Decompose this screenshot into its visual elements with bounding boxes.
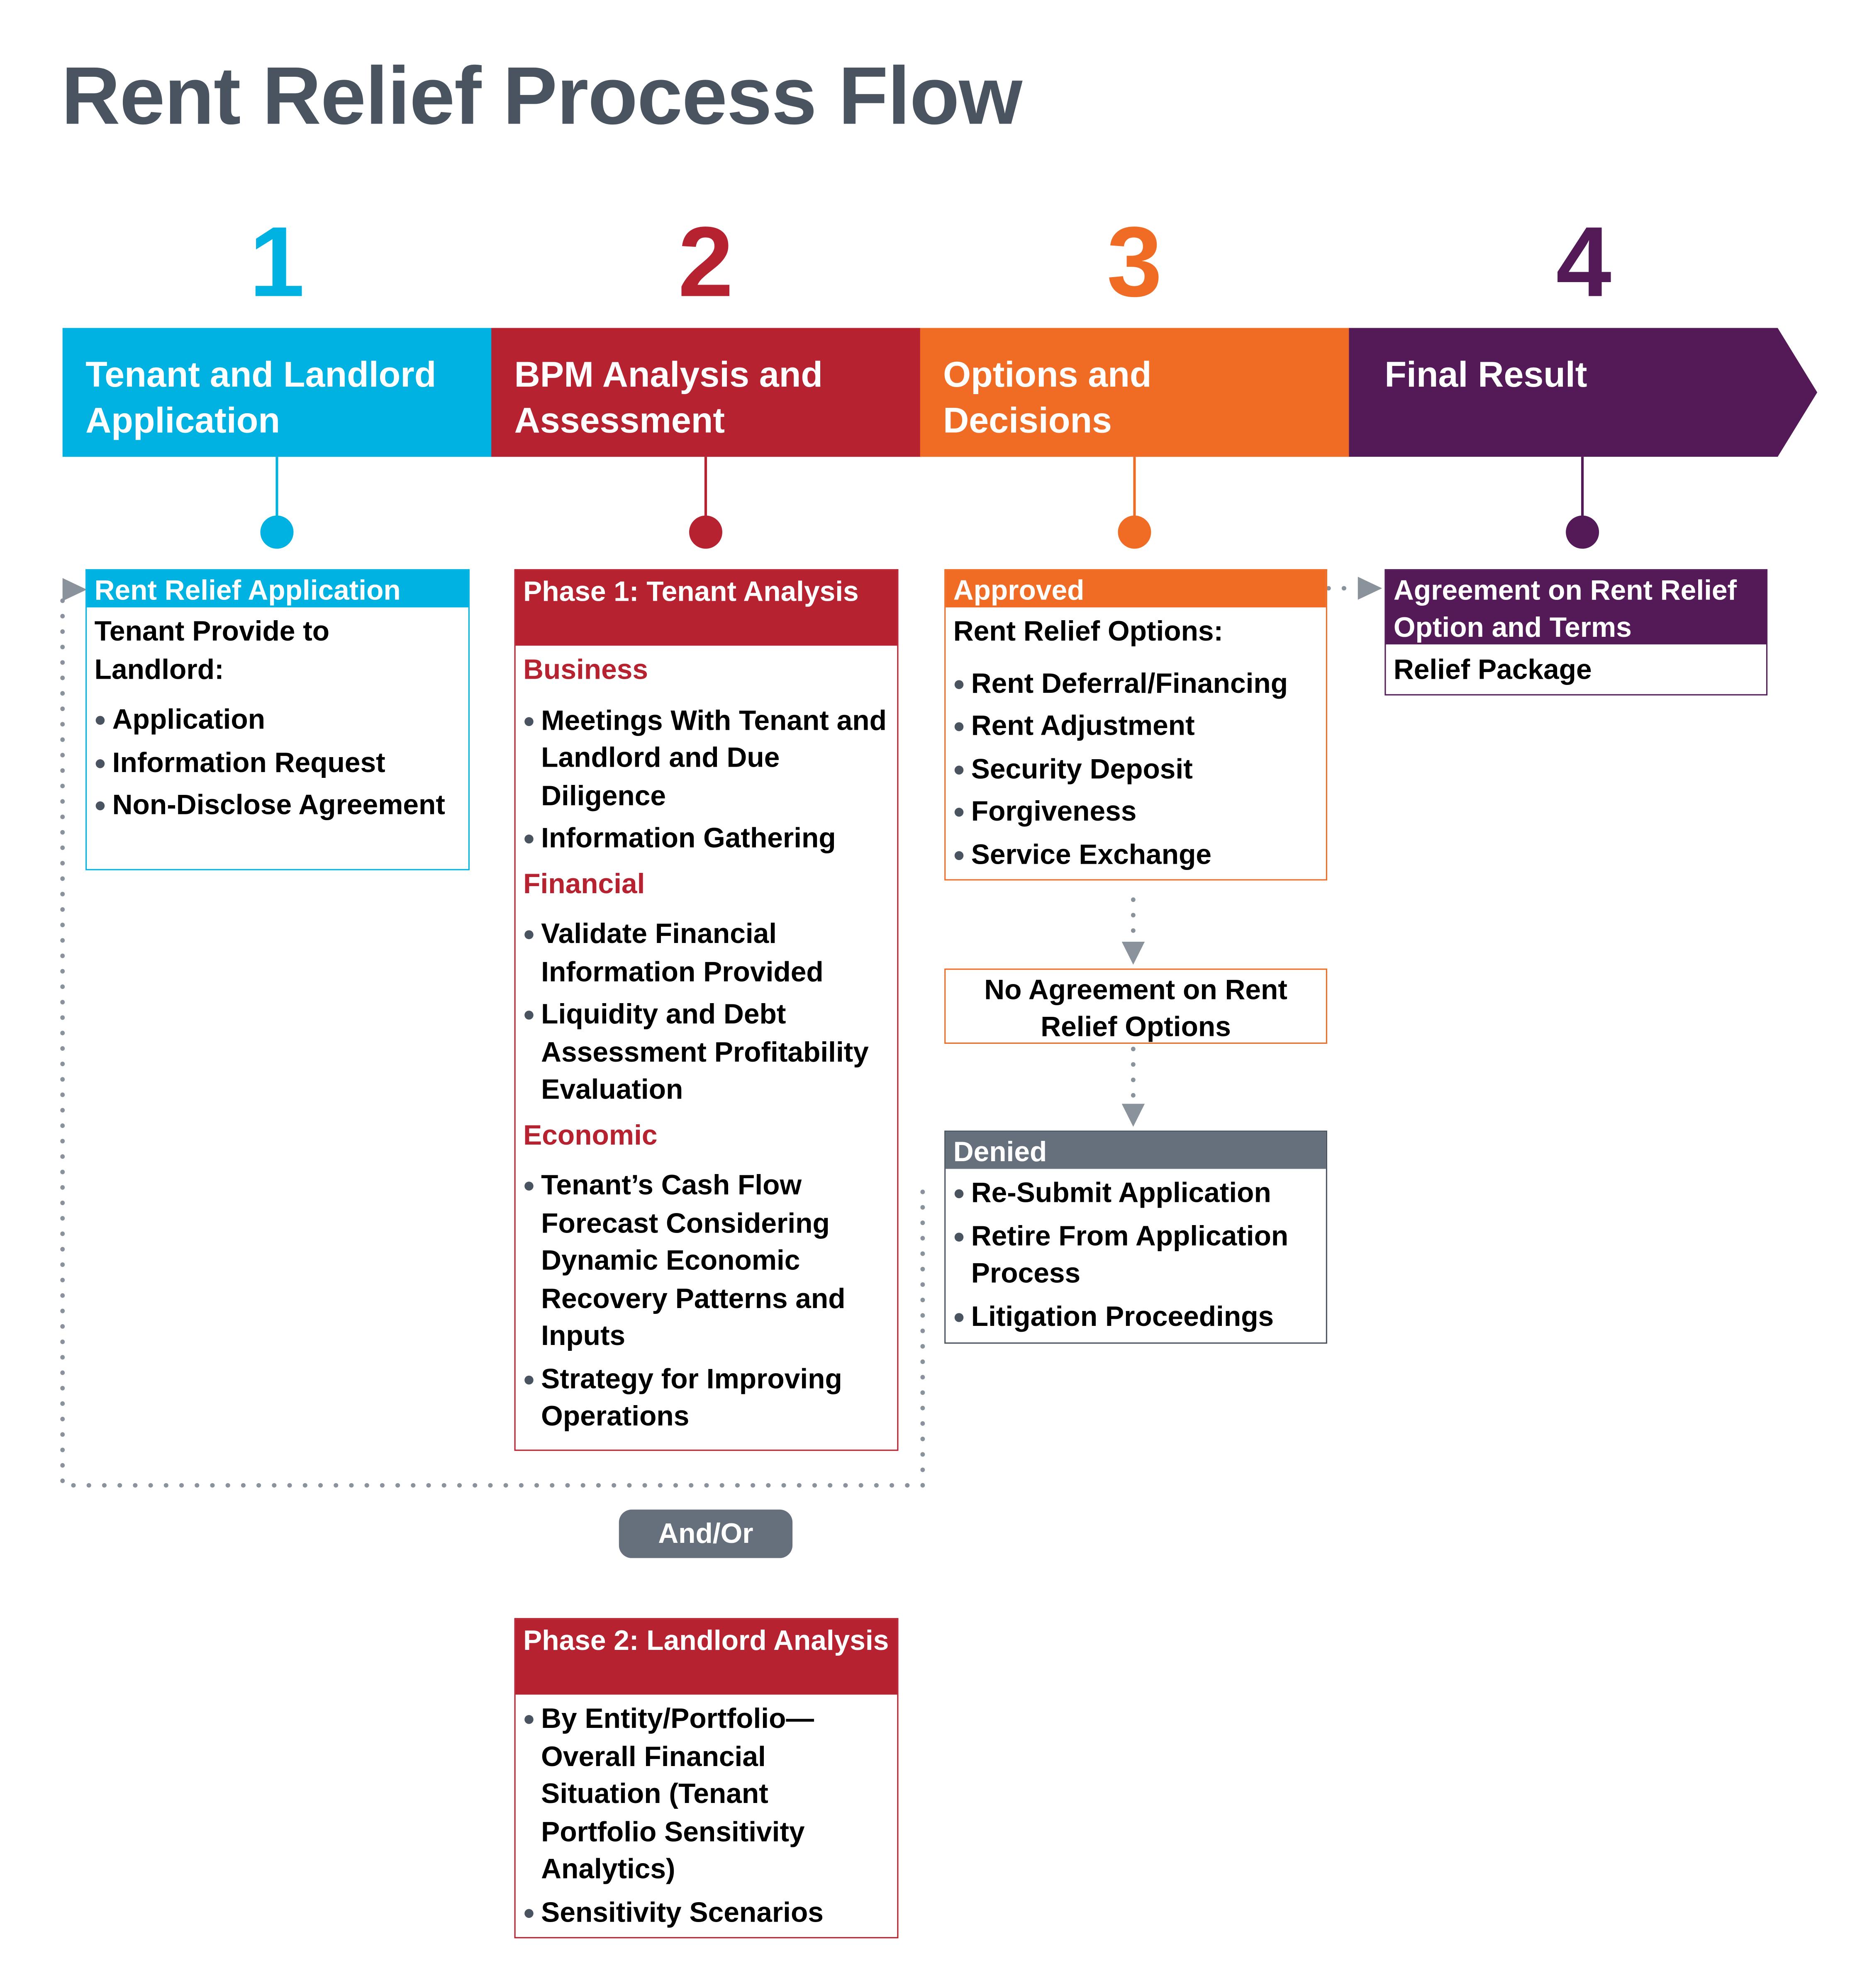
application-box-body: Tenant Provide to Landlord: Application … xyxy=(87,607,468,823)
approved-box: Approved Rent Relief Options: Rent Defer… xyxy=(944,569,1327,881)
step-4-dot xyxy=(1566,515,1599,549)
approved-intro: Rent Relief Options: xyxy=(953,615,1224,647)
list-item: Tenant’s Cash Flow Forecast Considering … xyxy=(523,1166,890,1355)
list-item: By Entity/Portfolio—Overall Financial Si… xyxy=(523,1700,890,1888)
economic-list: Tenant’s Cash Flow Forecast Considering … xyxy=(523,1166,890,1435)
phase2-list: By Entity/Portfolio—Overall Financial Si… xyxy=(523,1700,890,1931)
denied-arrowhead-icon xyxy=(1121,1104,1145,1127)
no-agreement-box: No Agreement on Rent Relief Options xyxy=(944,968,1327,1044)
step-2-stem xyxy=(704,457,707,518)
application-list: Application Information Request Non-Disc… xyxy=(95,701,461,824)
application-intro: Tenant Provide to Landlord: xyxy=(94,615,330,685)
denied-box-title: Denied xyxy=(946,1132,1326,1169)
application-box: Rent Relief Application Tenant Provide t… xyxy=(85,569,470,870)
step-1-label: Tenant and Landlord Application xyxy=(85,355,436,441)
step-2-label: BPM Analysis and Assessment xyxy=(514,355,823,441)
step-4-stem xyxy=(1581,457,1584,518)
list-item: Re-Submit Application xyxy=(953,1174,1319,1212)
step-4-band: Final Result xyxy=(1349,328,1818,457)
section-heading-business: Business xyxy=(523,653,648,685)
section-heading-financial: Financial xyxy=(523,867,645,899)
step-1-number: 1 xyxy=(249,205,305,318)
approved-box-title: Approved xyxy=(946,570,1326,608)
list-item: Security Deposit xyxy=(953,750,1319,787)
and-or-badge: And/Or xyxy=(619,1509,793,1558)
denied-box-body: Re-Submit Application Retire From Applic… xyxy=(946,1169,1326,1335)
denied-list: Re-Submit Application Retire From Applic… xyxy=(953,1174,1319,1335)
step-4-arrow-shape xyxy=(1349,328,1818,457)
agreement-arrowhead-icon xyxy=(1358,577,1382,600)
step-3-label: Options and Decisions xyxy=(943,355,1152,441)
agreement-box-title: Agreement on Rent Relief Option and Term… xyxy=(1386,570,1767,645)
list-item: Information Request xyxy=(95,743,461,781)
agreement-box-body: Relief Package xyxy=(1393,653,1592,685)
list-item: Application xyxy=(95,701,461,738)
step-2-number: 2 xyxy=(678,205,734,318)
step-3-number: 3 xyxy=(1107,205,1163,318)
list-item: Non-Disclose Agreement xyxy=(95,786,461,824)
list-item: Service Exchange xyxy=(953,835,1319,873)
approved-options-list: Rent Deferral/Financing Rent Adjustment … xyxy=(953,664,1319,873)
step-3-stem xyxy=(1133,457,1136,518)
phase1-box: Phase 1: Tenant Analysis Business Meetin… xyxy=(514,569,899,1451)
step-3-dot xyxy=(1118,515,1151,549)
list-item: Liquidity and Debt Assessment Profitabil… xyxy=(523,995,890,1108)
phase2-box-title: Phase 2: Landlord Analysis xyxy=(515,1619,897,1695)
phase1-box-body: Business Meetings With Tenant and Landlo… xyxy=(516,646,897,1435)
list-item: Meetings With Tenant and Landlord and Du… xyxy=(523,701,890,814)
list-item: Rent Adjustment xyxy=(953,707,1319,745)
list-item: Information Gathering xyxy=(523,819,890,857)
step-1-dot xyxy=(260,515,294,549)
list-item: Validate Financial Information Provided xyxy=(523,915,890,990)
step-4-number: 4 xyxy=(1556,205,1611,318)
phase2-box: Phase 2: Landlord Analysis By Entity/Por… xyxy=(514,1618,899,1939)
business-list: Meetings With Tenant and Landlord and Du… xyxy=(523,701,890,857)
no-agreement-arrowhead-icon xyxy=(1121,942,1145,965)
step-1-band: Tenant and Landlord Application xyxy=(62,328,493,457)
list-item: Retire From Application Process xyxy=(953,1217,1319,1292)
step-2-band: BPM Analysis and Assessment xyxy=(491,328,921,457)
page-title: Rent Relief Process Flow xyxy=(61,49,1023,142)
list-item: Strategy for Improving Operations xyxy=(523,1359,890,1435)
list-item: Sensitivity Scenarios xyxy=(523,1893,890,1931)
phase2-box-body: By Entity/Portfolio—Overall Financial Si… xyxy=(516,1695,897,1931)
step-4-label: Final Result xyxy=(1384,355,1587,395)
list-item: Litigation Proceedings xyxy=(953,1297,1319,1335)
application-box-title: Rent Relief Application xyxy=(87,570,468,608)
section-heading-economic: Economic xyxy=(523,1118,658,1150)
agreement-box: Agreement on Rent Relief Option and Term… xyxy=(1384,569,1768,696)
financial-list: Validate Financial Information Provided … xyxy=(523,915,890,1108)
phase1-box-title: Phase 1: Tenant Analysis xyxy=(515,570,897,646)
step-1-stem xyxy=(275,457,278,518)
no-agreement-text: No Agreement on Rent Relief Options xyxy=(984,973,1287,1043)
list-item: Forgiveness xyxy=(953,792,1319,830)
denied-box: Denied Re-Submit Application Retire From… xyxy=(944,1130,1327,1344)
step-2-dot xyxy=(689,515,722,549)
list-item: Rent Deferral/Financing xyxy=(953,664,1319,702)
step-3-band: Options and Decisions xyxy=(920,328,1350,457)
loop-arrowhead-icon xyxy=(62,578,87,601)
approved-box-body: Rent Relief Options: Rent Deferral/Finan… xyxy=(946,607,1326,873)
